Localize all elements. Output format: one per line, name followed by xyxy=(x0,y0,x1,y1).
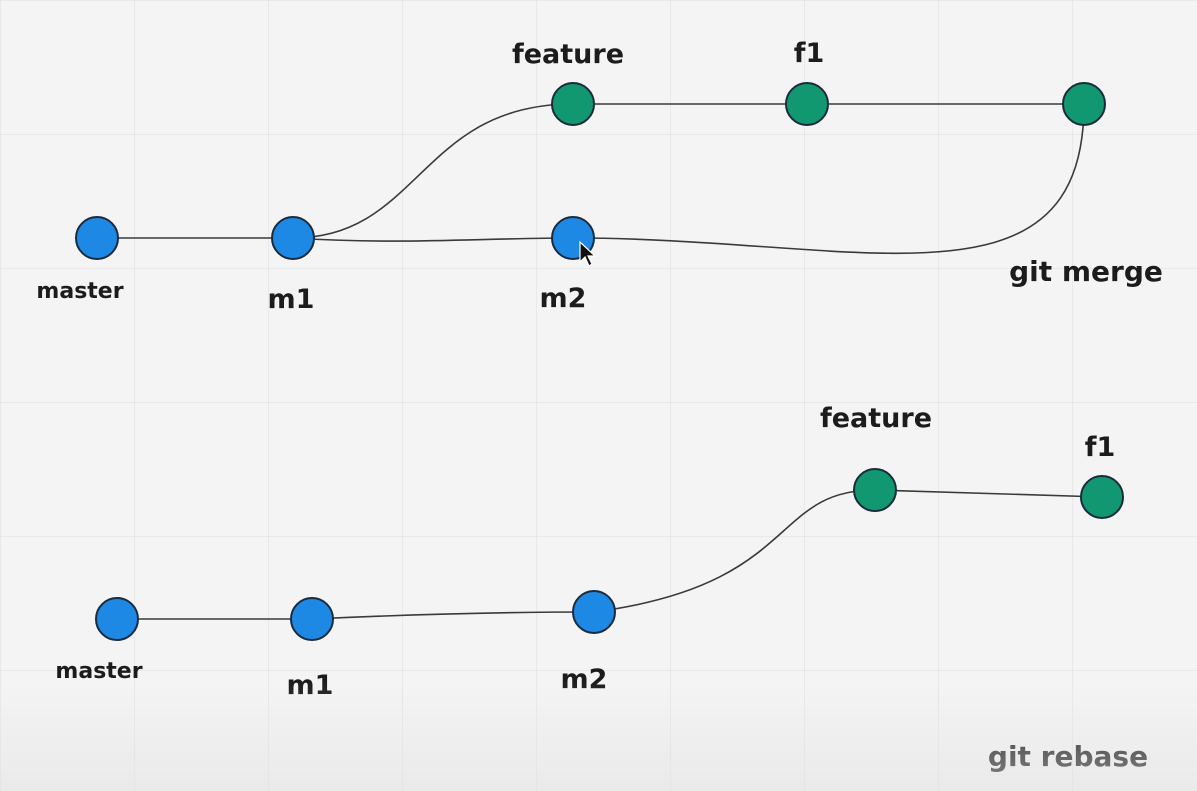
rebase-commit-master[interactable] xyxy=(95,597,139,641)
merge-label-m1: m1 xyxy=(268,284,315,315)
merge-label-m2: m2 xyxy=(540,283,587,314)
rebase-diagram: master m1 m2 feature f1 git rebase xyxy=(55,403,1148,773)
merge-commit-result[interactable] xyxy=(1062,82,1106,126)
merge-edge-m1-feature xyxy=(292,103,574,239)
rebase-label-feature: feature xyxy=(820,403,932,434)
mouse-pointer-icon xyxy=(579,240,597,267)
rebase-label-master: master xyxy=(55,659,142,684)
merge-commit-master[interactable] xyxy=(75,216,119,260)
merge-label-f1: f1 xyxy=(794,38,825,69)
rebase-edge-m1-m2 xyxy=(311,611,595,620)
merge-diagram: master m1 m2 feature f1 git merge xyxy=(36,38,1162,315)
merge-commit-m1[interactable] xyxy=(271,216,315,260)
rebase-edge-m2-feature xyxy=(593,489,876,613)
rebase-commit-feature[interactable] xyxy=(853,468,897,512)
merge-label-feature: feature xyxy=(512,39,624,70)
rebase-commit-m2[interactable] xyxy=(572,590,616,634)
merge-commit-feature[interactable] xyxy=(551,82,595,126)
rebase-edge-feature-f1 xyxy=(874,489,1103,498)
rebase-label-m1: m1 xyxy=(287,670,334,701)
merge-edge-m1-m2 xyxy=(292,237,574,242)
rebase-commit-f1[interactable] xyxy=(1080,475,1124,519)
merge-commit-f1[interactable] xyxy=(785,82,829,126)
rebase-commit-m1[interactable] xyxy=(290,597,334,641)
rebase-caption: git rebase xyxy=(988,740,1148,773)
rebase-label-f1: f1 xyxy=(1085,432,1116,463)
merge-label-master: master xyxy=(36,279,123,304)
rebase-label-m2: m2 xyxy=(561,664,608,695)
merge-caption: git merge xyxy=(1009,255,1163,288)
merge-edge-m2-merge-commit xyxy=(572,103,1085,255)
